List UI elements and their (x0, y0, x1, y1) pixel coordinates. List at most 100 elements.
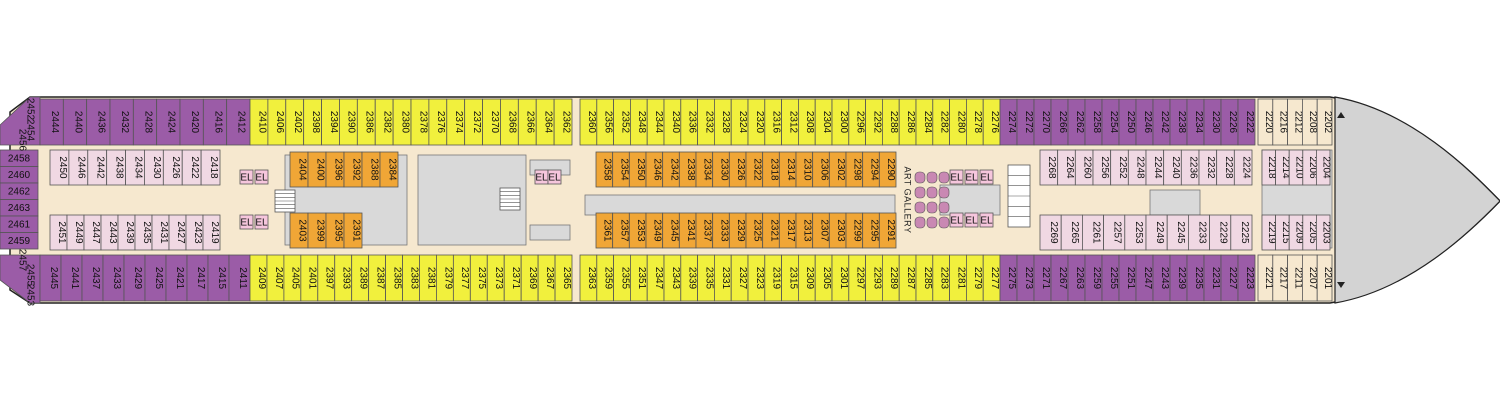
cabin-number[interactable]: 2306 (818, 158, 829, 181)
cabin-number[interactable]: 2265 (1069, 221, 1080, 244)
cabin-number[interactable]: 2426 (170, 156, 181, 179)
cabin-number[interactable]: 2446 (76, 156, 87, 179)
cabin-number[interactable]: 2449 (73, 221, 84, 244)
cabin-number[interactable]: 2242 (1159, 111, 1170, 134)
cabin-number[interactable]: 2438 (113, 156, 124, 179)
cabin-number[interactable]: 2271 (1040, 267, 1051, 290)
cabin-number[interactable]: 2245 (1175, 221, 1186, 244)
cabin-number[interactable]: 2345 (668, 219, 679, 242)
cabin-number[interactable]: 2454 (24, 119, 35, 142)
cabin-number[interactable]: 2405 (290, 267, 301, 290)
cabin-number[interactable]: 2269 (1048, 221, 1059, 244)
cabin-number[interactable]: 2439 (124, 221, 135, 244)
cabin-number[interactable]: 2394 (328, 111, 339, 134)
cabin-number[interactable]: 2328 (720, 111, 731, 134)
cabin-number[interactable]: 2344 (653, 111, 664, 134)
cabin-number[interactable]: 2442 (95, 156, 106, 179)
cabin-number[interactable]: 2216 (1278, 111, 1289, 134)
cabin-number[interactable]: 2277 (989, 267, 1000, 290)
cabin-number[interactable]: 2313 (802, 219, 813, 242)
cabin-number[interactable]: 2379 (442, 267, 453, 290)
cabin-number[interactable]: 2355 (619, 267, 630, 290)
cabin-number[interactable]: 2209 (1293, 221, 1304, 244)
cabin-number[interactable]: 2372 (471, 111, 482, 134)
cabin-number[interactable]: 2240 (1170, 156, 1181, 179)
cabin-number[interactable]: 2453 (24, 284, 35, 307)
cabin-number[interactable]: 2364 (543, 111, 554, 134)
cabin-number[interactable]: 2287 (905, 267, 916, 290)
cabin-number[interactable]: 2298 (852, 158, 863, 181)
cabin-number[interactable]: 2398 (310, 111, 321, 134)
cabin-number[interactable]: 2225 (1239, 221, 1250, 244)
cabin-number[interactable]: 2253 (1133, 221, 1144, 244)
cabin-number[interactable]: 2327 (737, 267, 748, 290)
cabin-number[interactable]: 2397 (324, 267, 335, 290)
cabin-number[interactable]: 2211 (1292, 267, 1303, 289)
cabin-number[interactable]: 2456 (16, 129, 27, 152)
cabin-number[interactable]: 2406 (274, 111, 285, 134)
cabin-number[interactable]: 2433 (111, 267, 122, 290)
cabin-number[interactable]: 2219 (1266, 221, 1277, 244)
cabin-number[interactable]: 2343 (670, 267, 681, 290)
cabin-number[interactable]: 2366 (525, 111, 536, 134)
cabin-number[interactable]: 2358 (602, 158, 613, 181)
cabin-number[interactable]: 2462 (8, 187, 31, 198)
cabin-number[interactable]: 2206 (1307, 156, 1318, 179)
cabin-number[interactable]: 2430 (151, 156, 162, 179)
cabin-number[interactable]: 2368 (507, 111, 518, 134)
cabin-number[interactable]: 2205 (1307, 221, 1318, 244)
cabin-number[interactable]: 2273 (1023, 267, 1034, 290)
cabin-number[interactable]: 2249 (1154, 221, 1165, 244)
cabin-number[interactable]: 2428 (142, 111, 153, 134)
cabin-number[interactable]: 2370 (489, 111, 500, 134)
cabin-number[interactable]: 2290 (885, 158, 896, 181)
cabin-number[interactable]: 2436 (96, 111, 107, 134)
cabin-number[interactable]: 2278 (972, 111, 983, 134)
cabin-number[interactable]: 2392 (350, 158, 361, 181)
cabin-number[interactable]: 2367 (544, 267, 555, 290)
cabin-number[interactable]: 2412 (236, 111, 247, 134)
cabin-number[interactable]: 2440 (72, 111, 83, 134)
cabin-number[interactable]: 2261 (1090, 221, 1101, 244)
cabin-number[interactable]: 2254 (1108, 111, 1119, 134)
cabin-number[interactable]: 2385 (391, 267, 402, 290)
cabin-number[interactable]: 2280 (955, 111, 966, 134)
cabin-number[interactable]: 2395 (332, 219, 343, 242)
cabin-number[interactable]: 2451 (56, 221, 67, 244)
cabin-number[interactable]: 2418 (208, 156, 219, 179)
cabin-number[interactable]: 2389 (358, 267, 369, 290)
cabin-number[interactable]: 2393 (341, 267, 352, 290)
cabin-number[interactable]: 2270 (1040, 111, 1051, 134)
cabin-number[interactable]: 2360 (586, 111, 597, 134)
cabin-number[interactable]: 2441 (69, 267, 80, 290)
cabin-number[interactable]: 2322 (752, 158, 763, 181)
cabin-number[interactable]: 2315 (787, 267, 798, 290)
cabin-number[interactable]: 2223 (1244, 267, 1255, 290)
cabin-number[interactable]: 2262 (1074, 111, 1085, 134)
cabin-number[interactable]: 2294 (868, 158, 879, 181)
cabin-number[interactable]: 2314 (785, 158, 796, 181)
cabin-number[interactable]: 2224 (1241, 156, 1252, 179)
cabin-number[interactable]: 2268 (1046, 156, 1057, 179)
cabin-number[interactable]: 2347 (653, 267, 664, 290)
cabin-number[interactable]: 2457 (16, 249, 27, 272)
cabin-number[interactable]: 2255 (1108, 267, 1119, 290)
cabin-number[interactable]: 2243 (1159, 267, 1170, 290)
cabin-number[interactable]: 2437 (90, 267, 101, 290)
cabin-number[interactable]: 2353 (635, 219, 646, 242)
cabin-number[interactable]: 2340 (670, 111, 681, 134)
cabin-number[interactable]: 2417 (195, 267, 206, 290)
cabin-number[interactable]: 2232 (1205, 156, 1216, 179)
cabin-number[interactable]: 2421 (174, 267, 185, 290)
cabin-number[interactable]: 2409 (256, 267, 267, 290)
cabin-number[interactable]: 2410 (256, 111, 267, 134)
cabin-number[interactable]: 2285 (922, 267, 933, 290)
cabin-number[interactable]: 2256 (1099, 156, 1110, 179)
cabin-number[interactable]: 2429 (132, 267, 143, 290)
cabin-number[interactable]: 2354 (618, 158, 629, 181)
cabin-number[interactable]: 2335 (703, 267, 714, 290)
cabin-number[interactable]: 2384 (386, 158, 397, 181)
cabin-number[interactable]: 2396 (332, 158, 343, 181)
cabin-number[interactable]: 2320 (754, 111, 765, 134)
cabin-number[interactable]: 2263 (1074, 267, 1085, 290)
